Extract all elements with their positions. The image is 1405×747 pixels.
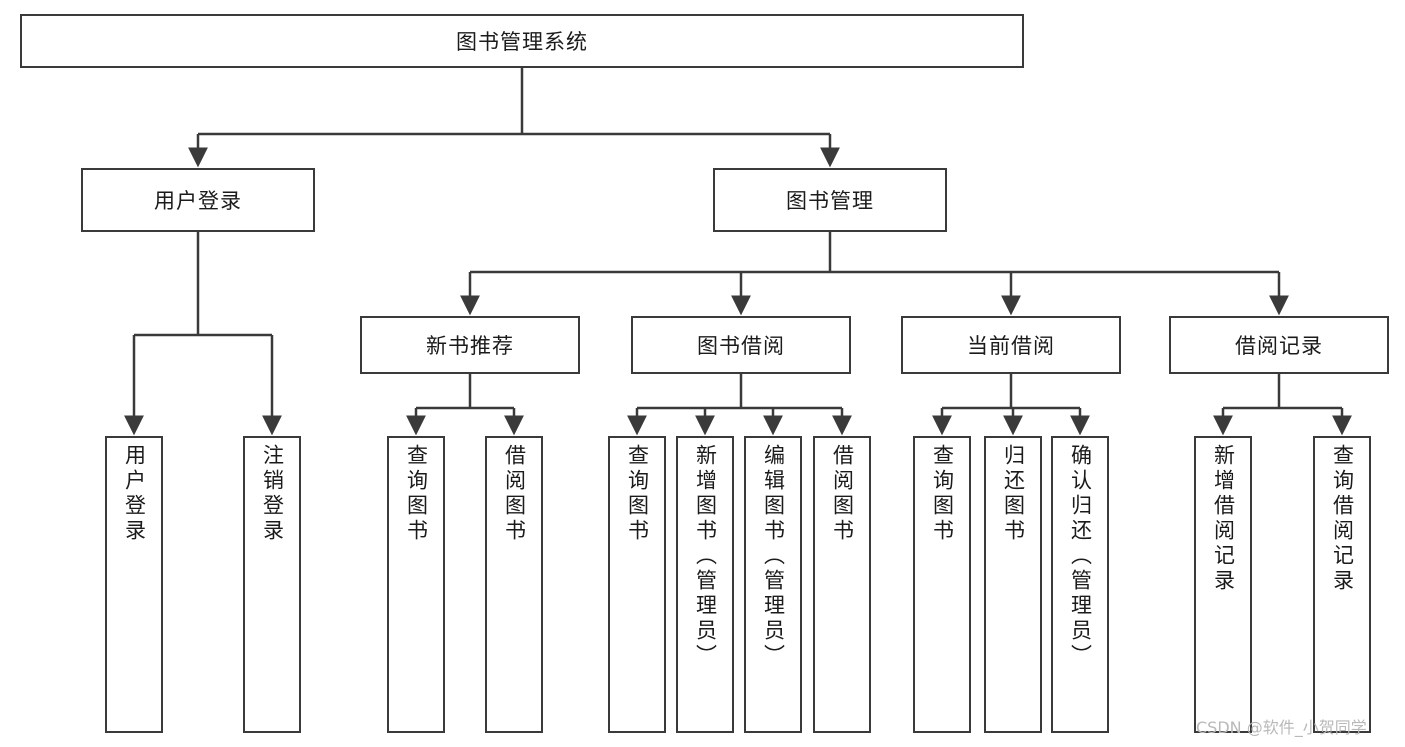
node-leaf-confirm-return[interactable]: 确认归还（管理员） — [1051, 436, 1109, 733]
node-leaf-query-book-1-label: 查询图书 — [404, 444, 429, 544]
node-leaf-query-record-label: 查询借阅记录 — [1330, 444, 1355, 594]
node-leaf-borrow-book-1-label: 借阅图书 — [502, 444, 527, 544]
node-current-borrow-label: 当前借阅 — [967, 334, 1055, 358]
node-leaf-borrow-book-2-label: 借阅图书 — [830, 444, 855, 544]
node-leaf-add-book-label: 新增图书（管理员） — [693, 444, 718, 669]
node-leaf-add-record[interactable]: 新增借阅记录 — [1194, 436, 1252, 733]
node-leaf-edit-book[interactable]: 编辑图书（管理员） — [744, 436, 802, 733]
node-book-borrow[interactable]: 图书借阅 — [631, 316, 851, 374]
node-leaf-return-book-label: 归还图书 — [1001, 444, 1026, 544]
node-leaf-borrow-book-1[interactable]: 借阅图书 — [485, 436, 543, 733]
node-leaf-add-book[interactable]: 新增图书（管理员） — [676, 436, 734, 733]
node-book-manage[interactable]: 图书管理 — [713, 168, 947, 232]
node-borrow-record[interactable]: 借阅记录 — [1169, 316, 1389, 374]
node-leaf-edit-book-label: 编辑图书（管理员） — [761, 444, 786, 669]
node-leaf-query-book-1[interactable]: 查询图书 — [387, 436, 445, 733]
node-leaf-query-record[interactable]: 查询借阅记录 — [1313, 436, 1371, 733]
node-leaf-logout[interactable]: 注销登录 — [243, 436, 301, 733]
node-leaf-logout-label: 注销登录 — [260, 444, 285, 544]
node-leaf-query-book-3[interactable]: 查询图书 — [913, 436, 971, 733]
node-leaf-user-login[interactable]: 用户登录 — [105, 436, 163, 733]
node-root-label: 图书管理系统 — [456, 30, 588, 54]
node-leaf-query-book-3-label: 查询图书 — [930, 444, 955, 544]
watermark-text: CSDN @软件_小贺同学 — [1196, 718, 1367, 737]
node-new-book-rec-label: 新书推荐 — [426, 334, 514, 358]
node-leaf-query-book-2-label: 查询图书 — [625, 444, 650, 544]
node-leaf-borrow-book-2[interactable]: 借阅图书 — [813, 436, 871, 733]
node-leaf-return-book[interactable]: 归还图书 — [984, 436, 1042, 733]
node-book-manage-label: 图书管理 — [786, 189, 874, 213]
node-current-borrow[interactable]: 当前借阅 — [901, 316, 1121, 374]
node-leaf-confirm-return-label: 确认归还（管理员） — [1068, 444, 1093, 669]
node-borrow-record-label: 借阅记录 — [1235, 334, 1323, 358]
node-leaf-query-book-2[interactable]: 查询图书 — [608, 436, 666, 733]
node-book-borrow-label: 图书借阅 — [697, 334, 785, 358]
node-new-book-rec[interactable]: 新书推荐 — [360, 316, 580, 374]
node-user-login[interactable]: 用户登录 — [81, 168, 315, 232]
node-root[interactable]: 图书管理系统 — [20, 14, 1024, 68]
node-leaf-add-record-label: 新增借阅记录 — [1211, 444, 1236, 594]
node-user-login-label: 用户登录 — [154, 189, 242, 213]
node-leaf-user-login-label: 用户登录 — [122, 444, 147, 544]
